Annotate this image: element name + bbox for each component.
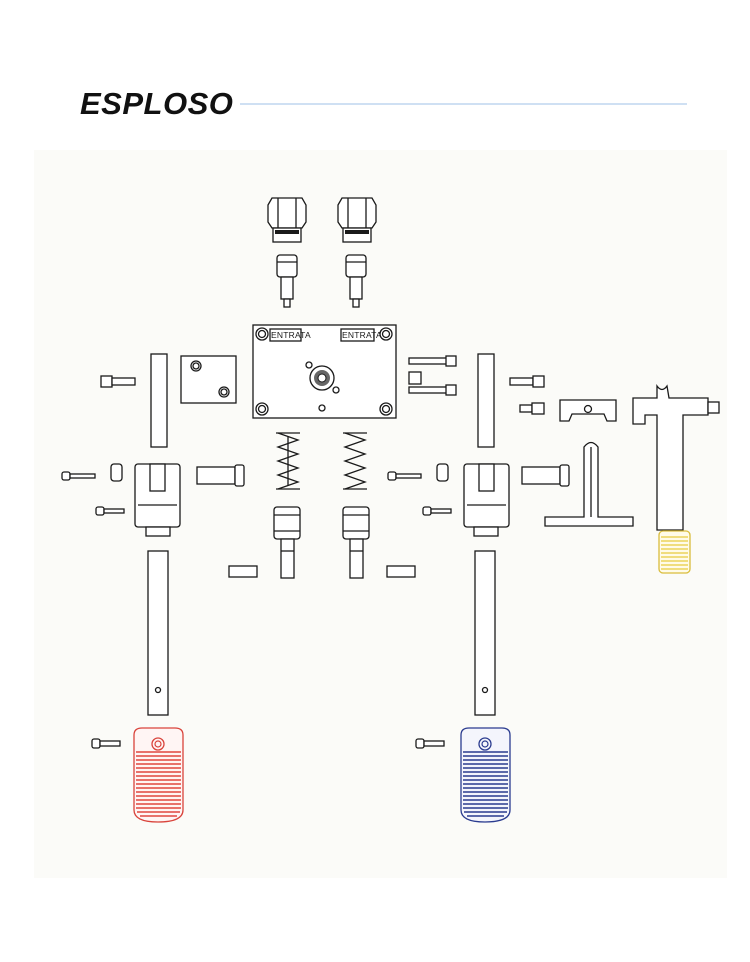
piston-right [342,506,370,579]
lever-arm-right [474,550,496,716]
pin-left-upper [61,471,96,481]
block-left [180,355,237,404]
t-handle [632,383,720,531]
pin-right-upper [387,471,422,481]
t-handle-grip [658,530,691,574]
lever-body-left [134,463,181,537]
sleeve-right [521,464,570,487]
inlet-label-right: ENTRATA [342,330,382,340]
washer-right [436,463,449,482]
screws-right-upper [408,355,457,396]
dowel-left [228,565,258,578]
grip-pin-left [91,738,121,749]
grip-pin-right [415,738,445,749]
inlet-label-left: ENTRATA [271,330,311,340]
spring-right [343,432,367,490]
lever-arm-left [147,550,169,716]
pin-right-lower [422,506,452,516]
side-bar-left [150,353,168,448]
dowel-right [386,565,416,578]
blue-lever-grip [460,727,511,823]
valve-body: ENTRATA ENTRATA [252,324,397,419]
l-bracket [544,441,634,527]
piston-left [273,506,301,579]
screw-left-upper [100,375,136,388]
red-lever-grip [133,727,184,823]
pin-left-lower [95,506,125,516]
clamp-block [559,399,617,422]
sleeve-left [196,464,245,487]
side-bar-right [477,353,495,448]
screw-right-small [519,402,545,415]
cap-nut-left [267,197,307,243]
lever-body-right [463,463,510,537]
cap-nut-right [337,197,377,243]
stem-right [345,254,367,308]
spring-left [276,432,300,490]
page-title: ESPLOSO [80,86,234,121]
title-rule [240,103,687,105]
stem-left [276,254,298,308]
washer-left [110,463,123,482]
screw-right-upper [509,375,545,388]
